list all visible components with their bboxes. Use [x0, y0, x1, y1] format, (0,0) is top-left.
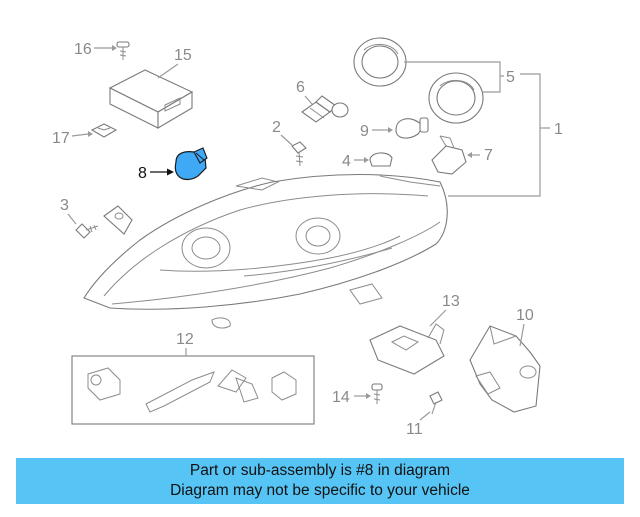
- callout-11: 11: [406, 411, 431, 438]
- callout-14: 14: [332, 389, 371, 406]
- callout-13: 13: [429, 293, 460, 327]
- svg-text:9: 9: [360, 123, 369, 140]
- part-14-screw[interactable]: [371, 383, 383, 404]
- svg-text:15: 15: [174, 47, 192, 64]
- callout-6: 6: [296, 79, 313, 105]
- callout-10: 10: [516, 307, 534, 347]
- svg-text:17: 17: [52, 130, 70, 147]
- callout-5: 5: [404, 61, 515, 93]
- callout-7: 7: [467, 147, 493, 164]
- part-16-bolt[interactable]: [116, 41, 130, 60]
- callout-1: 1: [448, 73, 563, 197]
- banner-line-1: Part or sub-assembly is #8 in diagram: [189, 462, 451, 479]
- svg-text:6: 6: [296, 79, 305, 96]
- part-4-plug[interactable]: [369, 152, 393, 167]
- part-5-cap-lower[interactable]: [428, 72, 484, 124]
- part-5-cap-upper[interactable]: [353, 37, 407, 87]
- part-17-clip[interactable]: [90, 123, 118, 138]
- svg-text:8: 8: [138, 165, 147, 182]
- svg-text:1: 1: [554, 121, 563, 138]
- svg-text:16: 16: [74, 41, 92, 58]
- svg-text:5: 5: [506, 69, 515, 86]
- callout-17: 17: [52, 130, 93, 147]
- part-6-bulb[interactable]: [301, 95, 349, 123]
- part-1-headlamp-assembly[interactable]: [83, 173, 448, 329]
- banner-line-2: Diagram may not be specific to your vehi…: [170, 482, 470, 499]
- svg-text:7: 7: [484, 147, 493, 164]
- svg-text:13: 13: [442, 293, 460, 310]
- svg-text:11: 11: [406, 421, 423, 438]
- callout-8: 8: [138, 165, 174, 182]
- part-12-kit[interactable]: [71, 355, 315, 425]
- callout-12: 12: [176, 331, 194, 356]
- part-2-screw[interactable]: [291, 141, 307, 167]
- part-7-socket[interactable]: [431, 135, 467, 175]
- callout-16: 16: [74, 41, 117, 58]
- svg-text:3: 3: [60, 197, 69, 214]
- info-banner: Part or sub-assembly is #8 in diagram Di…: [16, 458, 624, 504]
- part-10-bracket[interactable]: [469, 325, 541, 413]
- svg-text:2: 2: [272, 119, 281, 136]
- part-15-control-module[interactable]: [108, 69, 194, 129]
- part-3-screw[interactable]: [75, 223, 99, 239]
- part-11-bolt[interactable]: [429, 391, 443, 415]
- callout-9: 9: [360, 123, 393, 140]
- callout-3: 3: [60, 197, 77, 225]
- svg-text:10: 10: [516, 307, 534, 324]
- callout-4: 4: [342, 153, 369, 170]
- part-13-ballast[interactable]: [369, 323, 445, 375]
- part-8-bulb[interactable]: [174, 147, 208, 181]
- svg-text:12: 12: [176, 331, 194, 348]
- callout-15: 15: [157, 47, 192, 79]
- callout-2: 2: [272, 119, 293, 146]
- svg-text:4: 4: [342, 153, 351, 170]
- svg-text:14: 14: [332, 389, 350, 406]
- part-9-bulb[interactable]: [395, 117, 429, 139]
